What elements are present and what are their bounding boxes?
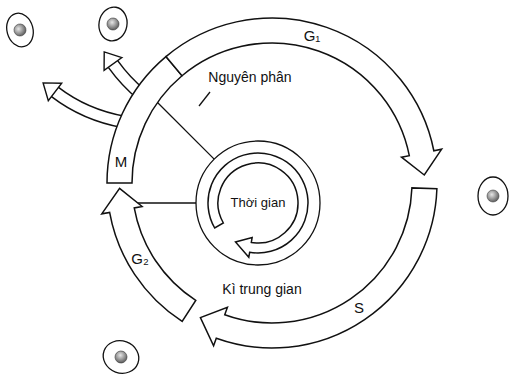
division-arrowhead bbox=[43, 83, 62, 101]
separator-line bbox=[130, 202, 196, 203]
cycle-arrow-band bbox=[107, 57, 182, 183]
cell-icon bbox=[3, 10, 37, 50]
cell-nucleus bbox=[13, 23, 28, 38]
cell-membrane bbox=[478, 177, 508, 215]
cell-membrane bbox=[99, 336, 144, 378]
cell-icon bbox=[96, 5, 129, 43]
cycle-arrow-band bbox=[200, 188, 436, 348]
division-arrow bbox=[55, 92, 124, 122]
phase-label: Nguyên phân bbox=[208, 70, 291, 85]
separator-line bbox=[150, 95, 214, 159]
cell-nucleus bbox=[106, 17, 120, 31]
cell-icon bbox=[99, 336, 144, 378]
phase-label: M bbox=[115, 154, 128, 171]
cycle-arrow-band bbox=[102, 188, 196, 321]
center-label: Thời gian bbox=[231, 196, 286, 210]
cell-nucleus bbox=[113, 349, 128, 364]
cell-icon bbox=[478, 177, 508, 215]
phase-label: G₁ bbox=[304, 28, 321, 45]
cycle-arrow-band bbox=[166, 18, 442, 175]
phase-label: S bbox=[354, 300, 364, 317]
phase-label: Kì trung gian bbox=[222, 282, 301, 297]
division-arrow-fill bbox=[55, 92, 124, 122]
division-arrowhead bbox=[104, 52, 122, 71]
cell-membrane bbox=[3, 10, 37, 50]
inner-circle bbox=[196, 141, 320, 265]
separator-line bbox=[199, 92, 210, 106]
cell-nucleus bbox=[487, 190, 499, 202]
phase-label: G₂ bbox=[131, 251, 149, 268]
cell-membrane bbox=[96, 5, 129, 43]
cycle-arrow-band bbox=[208, 153, 308, 257]
